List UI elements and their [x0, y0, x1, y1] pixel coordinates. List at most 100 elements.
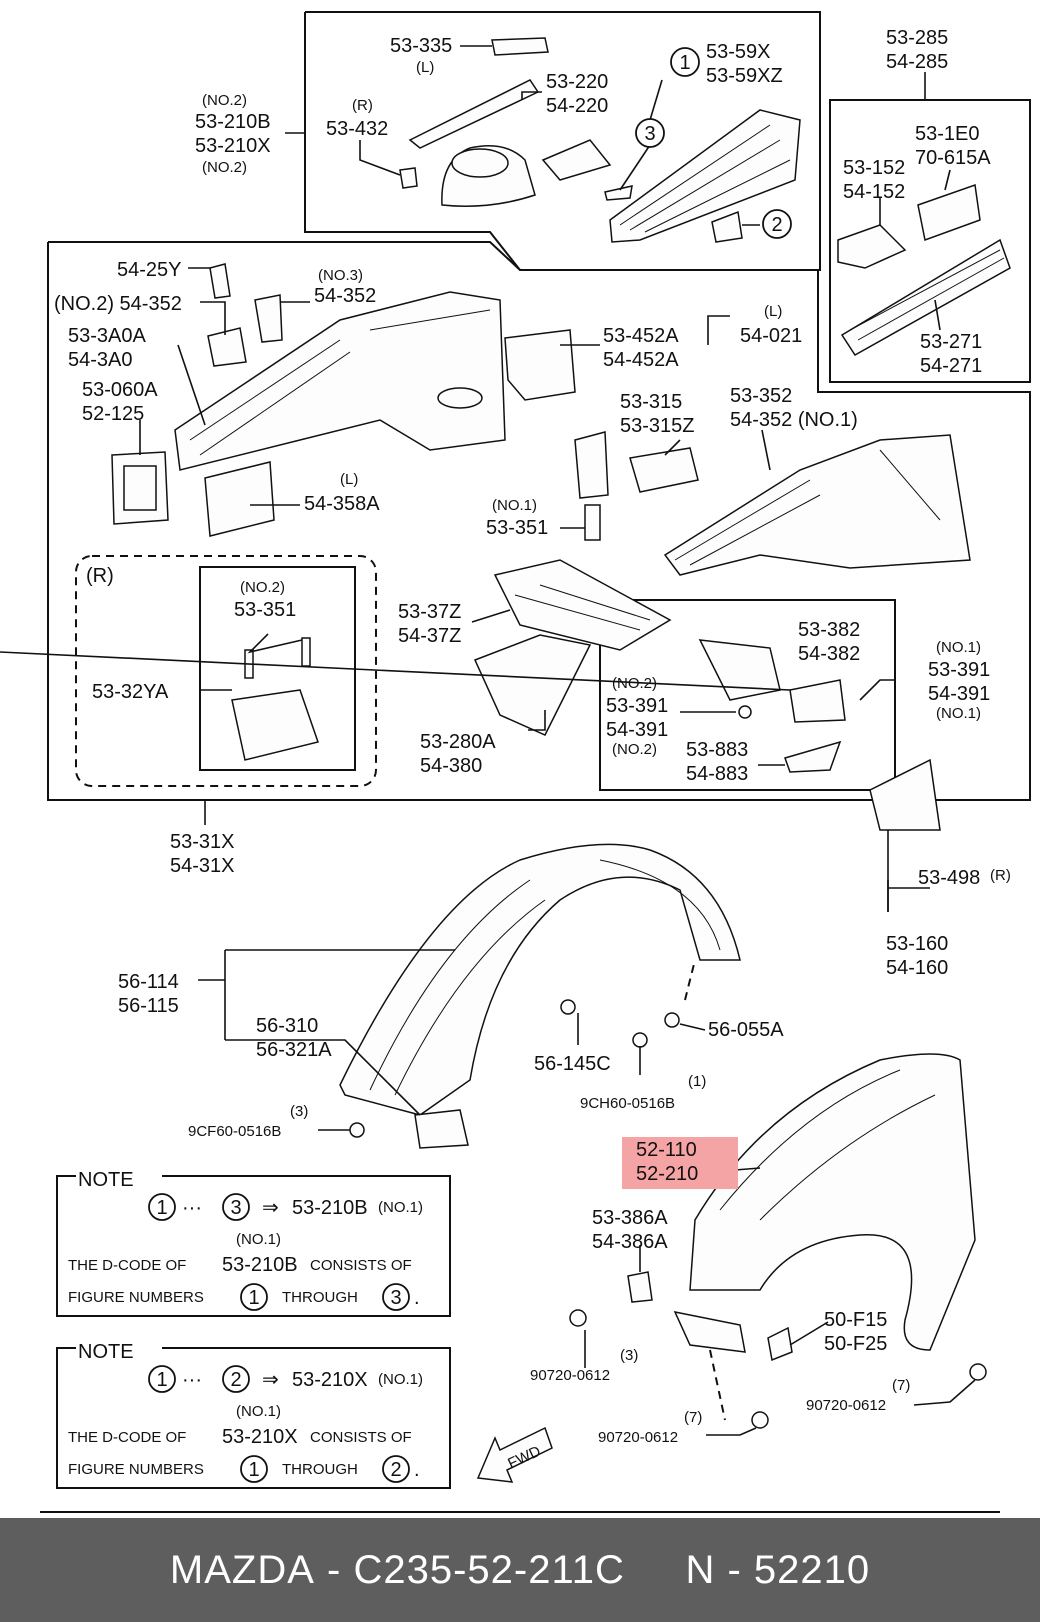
label-50-f25: 50-F25: [824, 1333, 887, 1355]
note-2-circle-end: 2: [230, 1369, 241, 1391]
label-90720-c: 90720-0612: [598, 1429, 678, 1446]
highlight-52-110: [622, 1137, 738, 1189]
note-1-code: 53-210B: [292, 1197, 368, 1219]
fwd-arrow-icon: FWD: [476, 1426, 553, 1483]
label-53-386a: 53-386A: [592, 1207, 668, 1229]
parts-diagram: 1 3 2 53-335 (L) 53-220 54-220 (NO.2) 53…: [0, 11, 1031, 1513]
circle-ref-2: 2: [762, 209, 792, 239]
label-9ch60: 9CH60-0516B: [580, 1095, 675, 1112]
label-9cf60: 9CF60-0516B: [188, 1123, 281, 1140]
label-54-25y: 54-25Y: [117, 259, 182, 281]
right-group-frame: [829, 99, 1031, 383]
label-56-321a: 56-321A: [256, 1039, 332, 1061]
label-54-883: 54-883: [686, 763, 748, 785]
label-70-615a: 70-615A: [915, 147, 991, 169]
label-53-1e0: 53-1E0: [915, 123, 980, 145]
footer-part-code: C235-52-211C: [353, 1547, 625, 1592]
label-53-59xz: 53-59XZ: [706, 65, 783, 87]
note-2-code: 53-210X: [292, 1369, 368, 1391]
label-52-110: 52-110: [636, 1139, 697, 1161]
label-53-432: 53-432: [326, 118, 388, 140]
label-no3: (NO.3): [318, 267, 363, 284]
label-53-210x: 53-210X: [195, 135, 271, 157]
label-53-883: 53-883: [686, 739, 748, 761]
label-56-114: 56-114: [118, 971, 179, 993]
footer-caption: MAZDA - C235-52-211C N - 52210: [0, 1518, 1040, 1622]
label-53-285: 53-285: [886, 27, 948, 49]
label-54-31x: 54-31X: [170, 855, 235, 877]
main-group-frame: [47, 241, 1031, 801]
label-1-9ch: (1): [688, 1073, 706, 1090]
label-l-358: (L): [340, 471, 358, 488]
note-1-line2-c1: 1: [248, 1287, 259, 1309]
note-2-arrow: ⇒: [262, 1369, 279, 1391]
footer-n-value: 52210: [753, 1547, 871, 1592]
note-1-line1-code: 53-210B: [222, 1254, 298, 1276]
label-53-59x: 53-59X: [706, 41, 771, 63]
note-1-line2-pre: FIGURE NUMBERS: [68, 1289, 204, 1306]
circle-ref-2-text: 2: [771, 214, 782, 236]
note-1-sub: (NO.1): [236, 1231, 281, 1248]
label-53-37z: 53-37Z: [398, 601, 461, 623]
note-2-line1-pre: THE D-CODE OF: [68, 1429, 186, 1446]
note-1-arrow: ⇒: [262, 1197, 279, 1219]
top-part-shapes: [399, 37, 801, 243]
footer-gap: [625, 1548, 686, 1593]
label-54-152: 54-152: [843, 181, 905, 203]
label-53-351b: 53-351: [234, 599, 296, 621]
label-53-351: 53-351: [486, 517, 548, 539]
label-50-f15: 50-F15: [824, 1309, 887, 1331]
right-part-shapes: [837, 183, 1011, 356]
circle-ref-3: 3: [635, 118, 665, 148]
label-no2-391b: (NO.2): [612, 741, 657, 758]
label-53-382: 53-382: [798, 619, 860, 641]
label-53-315: 53-315: [620, 391, 682, 413]
note-2-line2-c1: 1: [248, 1459, 259, 1481]
note-2-sub: (NO.1): [236, 1403, 281, 1420]
label-54-391r: 54-391: [928, 683, 990, 705]
label-no1-391: (NO.1): [936, 639, 981, 656]
lower-part-shapes: [339, 758, 987, 1429]
label-53-271: 53-271: [920, 331, 982, 353]
note-2-line2-pre: FIGURE NUMBERS: [68, 1461, 204, 1478]
label-53-280a: 53-280A: [420, 731, 496, 753]
note-box-1: NOTE 1 ··· 3 ⇒ 53-210B (NO.1) (NO.1) THE…: [56, 1169, 451, 1317]
note-2-line2-c2: 2: [390, 1459, 401, 1481]
label-no1-351: (NO.1): [492, 497, 537, 514]
label-54-386a: 54-386A: [592, 1231, 668, 1253]
note-2-line1-code: 53-210X: [222, 1426, 298, 1448]
small-parts-frame: [599, 599, 896, 791]
note-2-line2-end: .: [414, 1459, 420, 1481]
circle-ref-1-text: 1: [679, 52, 690, 74]
note-1-ellipsis: ···: [182, 1197, 202, 1219]
label-7-907b: (7): [892, 1377, 910, 1394]
label-54-352-no1: 54-352 (NO.1): [730, 409, 858, 431]
label-no2-54-352: (NO.2) 54-352: [54, 293, 182, 315]
label-53-3a0a: 53-3A0A: [68, 325, 146, 347]
label-54-3a0: 54-3A0: [68, 349, 133, 371]
part-labels: 53-335 (L) 53-220 54-220 (NO.2) 53-210B …: [54, 27, 1011, 1446]
label-53-335: 53-335: [390, 35, 452, 57]
note-1-circle-start: 1: [156, 1197, 167, 1219]
label-no2-b: (NO.2): [202, 159, 247, 176]
label-54-220: 54-220: [546, 95, 608, 117]
circle-ref-1: 1: [670, 47, 700, 77]
footer-n-label: N: [685, 1547, 716, 1592]
note-1-line2-end: .: [414, 1287, 420, 1309]
label-53-452a: 53-452A: [603, 325, 679, 347]
label-53-32ya: 53-32YA: [92, 681, 169, 703]
label-54-391: 54-391: [606, 719, 668, 741]
label-l-top: (L): [416, 59, 434, 76]
note-1-line1-pre: THE D-CODE OF: [68, 1257, 186, 1274]
circle-ref-3-text: 3: [644, 123, 655, 145]
note-2-title: NOTE: [78, 1341, 134, 1363]
label-53-060a: 53-060A: [82, 379, 158, 401]
note-2-ellipsis: ···: [182, 1369, 202, 1391]
note-2-line1-post: CONSISTS OF: [310, 1429, 412, 1446]
label-53-210b: 53-210B: [195, 111, 271, 133]
label-53-498: 53-498: [918, 867, 980, 889]
label-53-352: 53-352: [730, 385, 792, 407]
label-r-box: (R): [86, 565, 114, 587]
label-53-220: 53-220: [546, 71, 608, 93]
footer-brand: MAZDA: [169, 1547, 315, 1592]
